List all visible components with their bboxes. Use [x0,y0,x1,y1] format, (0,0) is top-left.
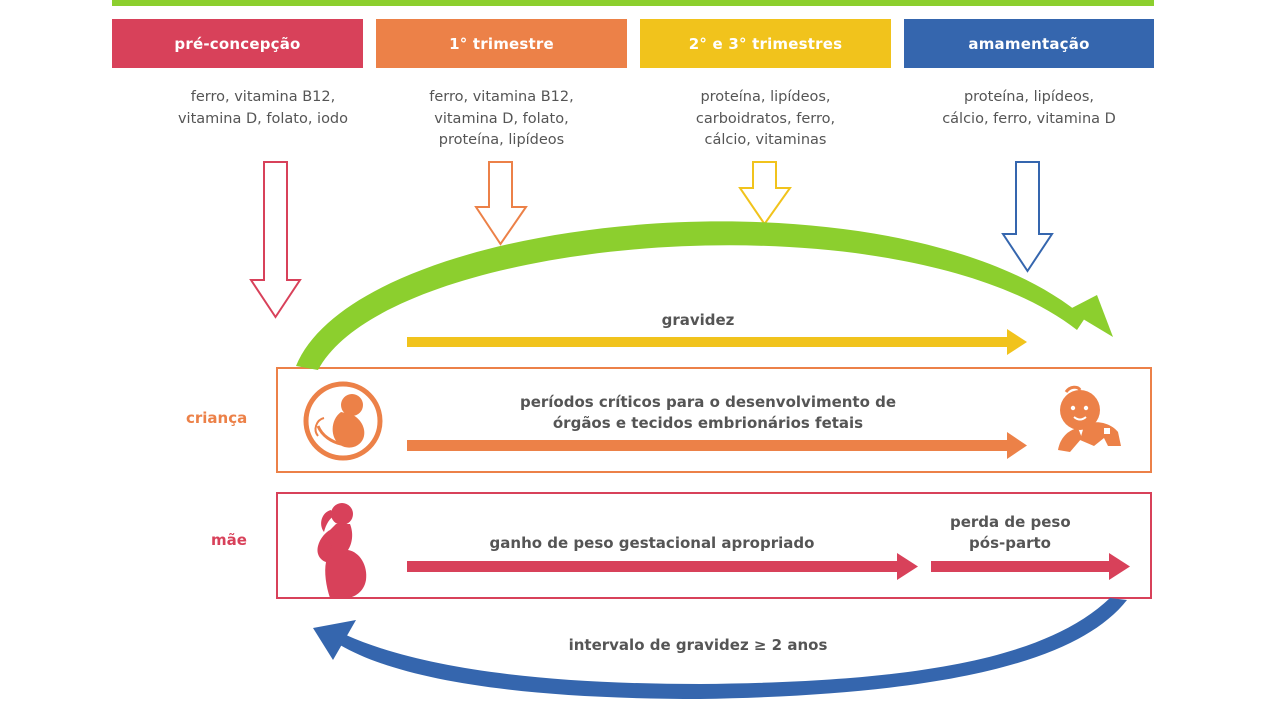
pregnancy-arrowhead-icon [1007,329,1027,355]
nutrients-preconception: ferro, vitamina B12, vitamina D, folato,… [112,87,414,130]
top-green-bar [112,0,1154,6]
nutrient-line: proteína, lipídeos, [963,89,1095,105]
nutrient-line: proteína, lipídeos [438,132,565,148]
child-development-arrow-shaft [407,440,1010,451]
weight-loss-arrow-shaft [931,561,1112,572]
child-development-label: períodos críticos para o desenvolvimento… [448,392,968,434]
down-arrow-breastfeeding-icon [1001,161,1054,273]
pregnancy-label: gravidez [598,310,798,331]
weight-gain-arrowhead-icon [897,553,918,580]
nutrient-line: ferro, vitamina B12, [190,89,336,105]
child-development-arrowhead-icon [1007,432,1027,459]
child-row-box [276,367,1152,473]
down-arrow-second-third-icon [738,161,792,226]
pregnancy-interval-blue-arc [340,598,1127,699]
weight-loss-arrowhead-icon [1109,553,1130,580]
nutrients-breastfeeding: proteína, lipídeos, cálcio, ferro, vitam… [904,87,1154,130]
pregnancy-label-text: gravidez [661,311,735,329]
pregnant-woman-icon [317,503,367,598]
nutrient-line: proteína, lipídeos, [700,89,831,105]
phase-header-first-trimester: 1° trimestre [376,19,627,68]
down-arrow-preconception-icon [249,161,302,319]
nutrient-line: vitamina D, folato, [434,110,569,127]
phase-header-second-third-trimesters: 2° e 3° trimestres [640,19,891,68]
down-arrow-first-trimester-icon [474,161,528,246]
child-row-label: criança [186,409,248,427]
nutrients-second-third-trimesters: proteína, lipídeos, carboidratos, ferro,… [640,87,891,152]
pregnancy-arrow-shaft [407,337,1010,347]
pregnancy-interval-label: intervalo de gravidez ≥ 2 anos [548,635,848,656]
fetus-icon [303,381,383,461]
weight-gain-arrow-shaft [407,561,900,572]
nutrient-line: ferro, vitamina B12, [429,89,574,105]
weight-loss-line: perda de peso [950,513,1071,531]
crawling-baby-icon [1058,385,1121,452]
child-development-line: períodos críticos para o desenvolvimento… [519,393,897,411]
phase-label: pré-concepção [174,34,301,53]
nutrient-line: vitamina D, folato, iodo [177,110,349,127]
nutrient-line: carboidratos, ferro, [695,110,836,127]
weight-loss-label: perda de peso pós-parto [950,512,1071,554]
phase-header-breastfeeding: amamentação [904,19,1154,68]
weight-gain-text: ganho de peso gestacional apropriado [489,534,815,552]
mother-row-box [276,492,1152,599]
pregnancy-interval-text: intervalo de gravidez ≥ 2 anos [568,636,828,654]
child-development-line: órgãos e tecidos embrionários fetais [552,414,864,432]
nutrient-line: cálcio, vitaminas [704,132,827,148]
nutrient-line: cálcio, ferro, vitamina D [942,110,1116,127]
weight-gain-label: ganho de peso gestacional apropriado [452,533,852,554]
blue-arc-arrowhead-icon [313,620,356,660]
green-arc-arrowhead-icon [1068,295,1113,337]
weight-loss-line: pós-parto [969,534,1051,552]
mother-row-label: mãe [211,531,247,549]
phase-header-preconception: pré-concepção [112,19,363,68]
pregnancy-cycle-green-arc [296,221,1085,370]
phase-label: 2° e 3° trimestres [688,34,843,53]
nutrients-first-trimester: ferro, vitamina B12, vitamina D, folato,… [376,87,627,152]
phase-label: 1° trimestre [449,34,554,53]
phase-label: amamentação [968,34,1090,53]
